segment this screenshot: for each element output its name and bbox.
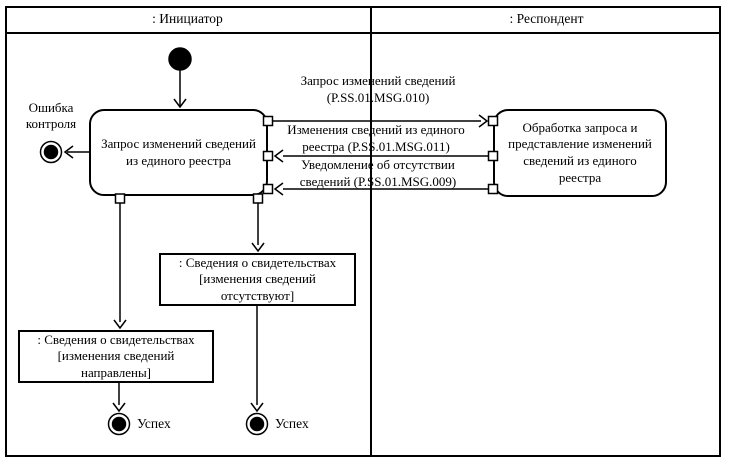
object-absent-line3: отсутствуют] [220,287,295,303]
success-final-right-label: Успех [275,416,309,431]
state-process-line4: реестра [558,169,602,185]
message-msg010-line1: Запрос изменений сведений [300,73,456,88]
object-certificates-absent: : Сведения о свидетельствах [изменения с… [159,253,356,306]
object-sent-line3: направлены] [80,364,152,380]
message-msg011-line2: реестра (P.SS.01.MSG.011) [302,138,450,154]
message-msg009-line2: сведений (P.SS.01.MSG.009) [299,173,457,189]
state-request-line1: Запрос изменений сведений [101,135,256,151]
state-process-request: Обработка запроса и представление измене… [493,109,667,197]
state-process-line3: сведений из единого [523,153,637,168]
error-final-label-line2: контроля [25,116,77,132]
message-msg009-line1: Уведомление об отсутствии [301,157,455,172]
message-msg010-line2: (P.SS.01.MSG.010) [326,89,430,105]
object-sent-line1: : Сведения о свидетельствах [37,332,195,348]
lane-header-separator [5,32,721,34]
diagram-frame [5,6,721,457]
message-label-msg009: Уведомление об отсутствии сведений (P.SS… [272,157,484,190]
error-final-label-line1: Ошибка [28,100,74,115]
lane-header-respondent-label: : Респондент [509,11,584,26]
state-request-line2: из единого реестра [126,152,231,168]
lane-header-respondent: : Респондент [372,11,721,27]
state-request-changes: Запрос изменений сведений из единого рее… [89,109,268,196]
object-certificates-sent: : Сведения о свидетельствах [изменения с… [18,330,214,383]
object-absent-line1: : Сведения о свидетельствах [178,255,337,271]
message-msg011-line1: Изменения сведений из единого [287,122,465,137]
message-label-msg011: Изменения сведений из единого реестра (P… [266,122,486,155]
lane-divider [370,6,372,457]
success-final-left-label: Успех [137,416,171,431]
lane-header-initiator-label: : Инициатор [152,11,223,26]
state-process-line1: Обработка запроса и [522,119,638,135]
object-absent-line2: [изменения сведений [199,271,316,287]
message-label-msg010: Запрос изменений сведений (P.SS.01.MSG.0… [272,73,484,106]
error-final-label: Ошибка контроля [12,100,90,133]
state-process-line2: представление изменений [508,136,652,152]
object-sent-line2: [изменения сведений [57,348,175,364]
lane-header-initiator: : Инициатор [5,11,370,27]
